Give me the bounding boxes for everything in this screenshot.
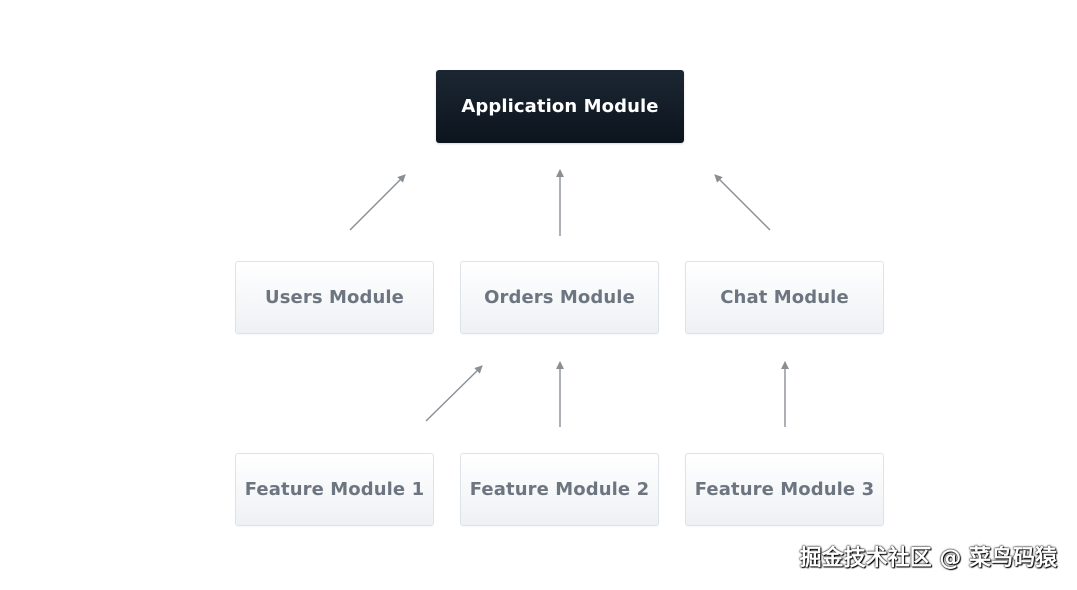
node-label: Orders Module	[484, 287, 635, 308]
node-orders-module: Orders Module	[460, 261, 659, 334]
watermark: 掘金技术社区 @ 菜鸟码猿	[799, 546, 1057, 571]
node-label: Users Module	[265, 287, 404, 308]
node-chat-module: Chat Module	[685, 261, 884, 334]
edge-chat-to-root	[714, 174, 771, 231]
node-label: Feature Module 2	[469, 479, 650, 500]
node-label: Application Module	[461, 96, 659, 117]
edge-feature1-to-orders	[425, 365, 483, 422]
node-feature-module-2: Feature Module 2	[460, 453, 659, 526]
node-application-module: Application Module	[436, 70, 684, 143]
node-label: Chat Module	[720, 287, 849, 308]
node-users-module: Users Module	[235, 261, 434, 334]
node-feature-module-1: Feature Module 1	[235, 453, 434, 526]
edge-users-to-root	[349, 174, 406, 231]
node-label: Feature Module 3	[694, 479, 875, 500]
node-label: Feature Module 1	[244, 479, 425, 500]
node-feature-module-3: Feature Module 3	[685, 453, 884, 526]
